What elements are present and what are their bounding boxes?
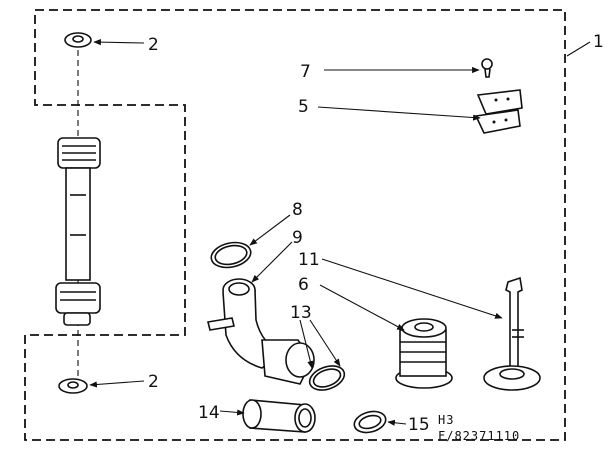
ring-8 (210, 241, 252, 269)
callout-washer-top: 2 (148, 35, 159, 55)
leader-rod (321, 258, 503, 319)
leader-assembly (566, 41, 591, 57)
callout-screw: 7 (300, 62, 311, 82)
callout-ring-13: 13 (290, 303, 312, 323)
ring-13 (308, 365, 346, 391)
callout-assembly: 1 (593, 32, 604, 52)
leg-assembly (55, 137, 101, 326)
callout-cap: 15 (408, 415, 430, 435)
callout-washer-bottom: 2 (148, 372, 159, 392)
rod (483, 276, 541, 391)
cap (353, 410, 387, 434)
leader-ring-13b (309, 319, 341, 367)
drawing-code-line2: F/82371110 (438, 429, 520, 443)
washer-top (64, 32, 92, 48)
sleeve (242, 399, 316, 433)
leader-elbow (251, 241, 293, 283)
leader-spring-base (319, 284, 405, 331)
drawing-code-line1: H3 (438, 413, 454, 427)
screw (481, 58, 493, 78)
kit-boundary (24, 9, 566, 441)
leader-washer-top (93, 39, 145, 46)
washer-bottom (58, 378, 88, 394)
callout-ring-8: 8 (292, 200, 303, 220)
callout-rod: 11 (298, 250, 320, 270)
callout-sleeve: 14 (198, 403, 220, 423)
leader-washer-bottom (89, 380, 145, 388)
leader-ring-13 (299, 319, 314, 369)
callout-spring-base: 6 (298, 275, 309, 295)
callout-elbow: 9 (292, 228, 303, 248)
elbow (207, 278, 315, 385)
leader-sleeve (219, 409, 245, 416)
leader-cap (387, 419, 407, 426)
spring-base (395, 318, 453, 389)
leader-ring-8 (249, 214, 291, 246)
callout-clip: 5 (298, 97, 309, 117)
leader-clip (317, 106, 481, 121)
clip (474, 89, 523, 134)
